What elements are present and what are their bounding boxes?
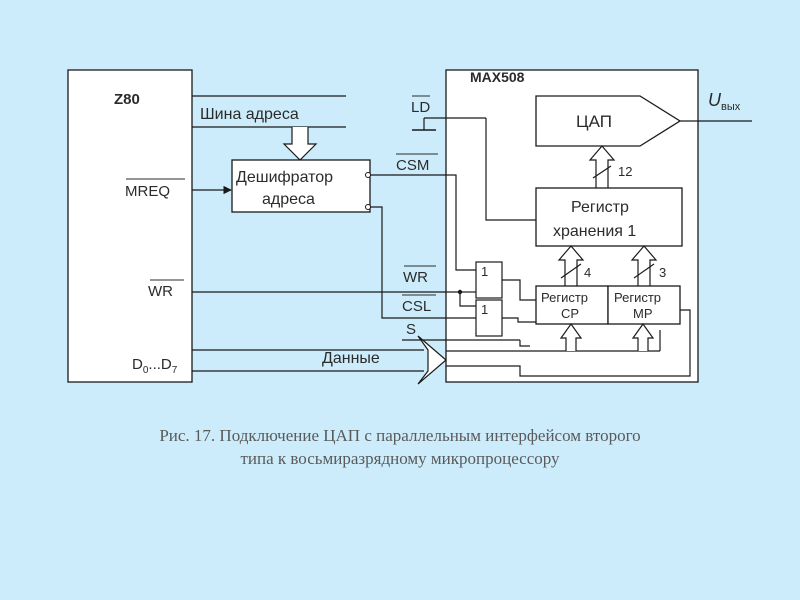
data-to-mr-arrow (631, 322, 655, 351)
hold-register-block (535, 187, 683, 247)
or-gate-1 (475, 261, 503, 299)
bus3-arrow (630, 245, 658, 286)
register-mr-line2: МР (633, 306, 653, 321)
hold-register-line2: хранения 1 (553, 223, 636, 240)
z80-block (67, 69, 193, 383)
bus12-slash (592, 165, 612, 179)
bus3-slash (633, 263, 655, 279)
decoder-line1: Дешифратор (236, 169, 333, 186)
caption-line2: типа к восьмиразрядному микропроцессору (240, 449, 560, 468)
register-mr-block (607, 285, 681, 325)
data-bus-arrow (417, 335, 447, 385)
bus4-arrow (557, 245, 585, 286)
bus4-label: 4 (584, 265, 591, 280)
bus3-label: 3 (659, 265, 666, 280)
address-bus-arrow (282, 127, 318, 161)
address-bus-label: Шина адреса (200, 106, 299, 123)
data-to-sr-arrow (559, 322, 583, 351)
s-to-register (519, 340, 530, 347)
z80-label: Z80 (114, 91, 140, 108)
decoder-out-csl-bubble (365, 204, 371, 210)
hold-register-line1: Регистр (571, 199, 629, 216)
register-sr-line1: Регистр (541, 290, 588, 305)
csl-signal-line (370, 206, 476, 319)
wr-cpu-label: WR (148, 283, 173, 300)
csm-label: CSM (396, 157, 429, 174)
gate1-label: 1 (481, 264, 488, 279)
s-feedback-line (446, 309, 691, 377)
gate2-label: 1 (481, 302, 488, 317)
s-label: S (406, 321, 416, 338)
gate2-output (502, 317, 536, 323)
caption-line1: Рис. 17. Подключение ЦАП с параллельным … (159, 426, 641, 445)
mreq-label: MREQ (125, 183, 170, 200)
data-cpu-label: D0...D7 (132, 356, 178, 376)
dac-label: ЦАП (576, 112, 612, 131)
csl-label: CSL (402, 298, 431, 315)
or-gate-2 (475, 299, 503, 337)
decoder-line2: адреса (262, 191, 315, 208)
ld-to-hold-register (485, 118, 536, 221)
max508-label: MAX508 (470, 69, 525, 85)
wr-to-gate2 (459, 292, 476, 307)
output-label: Uвых (708, 90, 741, 113)
bus4-slash (560, 263, 582, 279)
register-mr-line1: Регистр (614, 290, 661, 305)
register-sr-block (535, 285, 609, 325)
bus12-arrow (588, 145, 616, 188)
register-sr-line2: СР (561, 306, 579, 321)
wr-dac-label: WR (403, 269, 428, 286)
dac-block (535, 95, 682, 147)
decoder-out-csm-bubble (365, 172, 371, 178)
csm-signal-line (370, 174, 476, 271)
address-decoder-block (231, 159, 371, 213)
wr-junction-dot (457, 289, 463, 295)
gate1-output (502, 279, 536, 301)
ld-label: LD (411, 99, 430, 116)
data-bus-label: Данные (322, 350, 380, 367)
bus12-label: 12 (618, 164, 632, 179)
figure-caption: Рис. 17. Подключение ЦАП с параллельным … (60, 424, 740, 470)
